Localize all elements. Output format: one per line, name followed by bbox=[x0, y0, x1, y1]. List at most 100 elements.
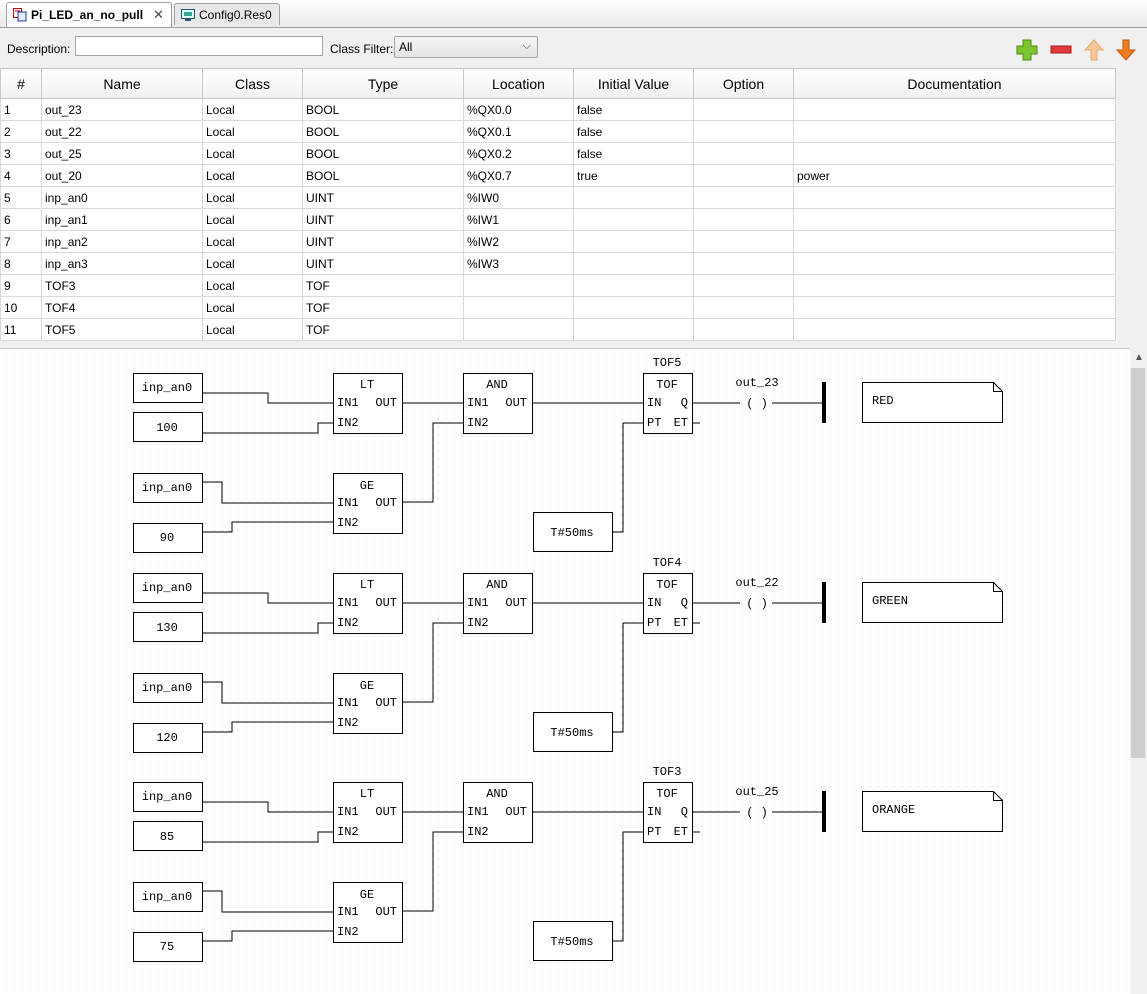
variable-box-ge-input[interactable] bbox=[133, 882, 203, 912]
cell-location[interactable] bbox=[463, 296, 574, 319]
constant-box-lt[interactable] bbox=[133, 612, 203, 642]
cell-class[interactable]: Local bbox=[202, 98, 303, 121]
cell-number[interactable]: 3 bbox=[0, 142, 42, 165]
cell-documentation[interactable]: power bbox=[793, 164, 1116, 187]
cell-option[interactable] bbox=[693, 230, 794, 253]
cell-type[interactable]: UINT bbox=[302, 186, 464, 209]
constant-box-ge[interactable] bbox=[133, 523, 203, 553]
cell-class[interactable]: Local bbox=[202, 208, 303, 231]
cell-documentation[interactable] bbox=[793, 252, 1116, 275]
column-header-type[interactable]: Type bbox=[302, 68, 464, 99]
cell-number[interactable]: 5 bbox=[0, 186, 42, 209]
scrollbar-thumb[interactable] bbox=[1131, 368, 1145, 758]
cell-location[interactable]: %IW3 bbox=[463, 252, 574, 275]
cell-type[interactable]: UINT bbox=[302, 230, 464, 253]
cell-documentation[interactable] bbox=[793, 98, 1116, 121]
cell-name[interactable]: inp_an3 bbox=[41, 252, 203, 275]
cell-documentation[interactable] bbox=[793, 274, 1116, 297]
cell-option[interactable] bbox=[693, 98, 794, 121]
cell-option[interactable] bbox=[693, 120, 794, 143]
constant-box-pt[interactable] bbox=[533, 712, 613, 752]
cell-class[interactable]: Local bbox=[202, 186, 303, 209]
column-header-location[interactable]: Location bbox=[463, 68, 574, 99]
cell-type[interactable]: UINT bbox=[302, 208, 464, 231]
close-icon[interactable]: ✕ bbox=[153, 7, 164, 22]
cell-number[interactable]: 4 bbox=[0, 164, 42, 187]
cell-location[interactable]: %QX0.0 bbox=[463, 98, 574, 121]
cell-documentation[interactable] bbox=[793, 186, 1116, 209]
cell-name[interactable]: out_20 bbox=[41, 164, 203, 187]
cell-initial-value[interactable]: true bbox=[573, 164, 694, 187]
cell-option[interactable] bbox=[693, 274, 794, 297]
cell-location[interactable] bbox=[463, 274, 574, 297]
cell-class[interactable]: Local bbox=[202, 296, 303, 319]
cell-initial-value[interactable] bbox=[573, 274, 694, 297]
column-header-initial-value[interactable]: Initial Value bbox=[573, 68, 694, 99]
cell-name[interactable]: inp_an1 bbox=[41, 208, 203, 231]
variable-box-lt-input[interactable] bbox=[133, 782, 203, 812]
cell-type[interactable]: BOOL bbox=[302, 98, 464, 121]
column-header-documentation[interactable]: Documentation bbox=[793, 68, 1116, 99]
cell-number[interactable]: 6 bbox=[0, 208, 42, 231]
ge-block[interactable] bbox=[333, 673, 403, 734]
description-input[interactable] bbox=[75, 36, 323, 56]
constant-box-lt[interactable] bbox=[133, 821, 203, 851]
tof-block[interactable] bbox=[643, 373, 693, 434]
variable-box-ge-input[interactable] bbox=[133, 473, 203, 503]
cell-class[interactable]: Local bbox=[202, 318, 303, 341]
cell-option[interactable] bbox=[693, 186, 794, 209]
cell-location[interactable]: %QX0.7 bbox=[463, 164, 574, 187]
and-block[interactable] bbox=[463, 782, 533, 843]
tab-config0-res0[interactable]: Config0.Res0 bbox=[174, 3, 280, 25]
diagram-vertical-scrollbar[interactable]: ▲ bbox=[1130, 348, 1147, 993]
cell-name[interactable]: out_23 bbox=[41, 98, 203, 121]
cell-class[interactable]: Local bbox=[202, 142, 303, 165]
cell-class[interactable]: Local bbox=[202, 274, 303, 297]
cell-initial-value[interactable] bbox=[573, 296, 694, 319]
cell-type[interactable]: BOOL bbox=[302, 164, 464, 187]
cell-option[interactable] bbox=[693, 142, 794, 165]
cell-number[interactable]: 2 bbox=[0, 120, 42, 143]
remove-variable-button[interactable] bbox=[1049, 38, 1073, 62]
cell-documentation[interactable] bbox=[793, 142, 1116, 165]
scroll-up-icon[interactable]: ▲ bbox=[1134, 352, 1144, 363]
tab-pi-led-an-no-pull[interactable]: Pi_LED_an_no_pull ✕ bbox=[6, 2, 172, 27]
cell-initial-value[interactable]: false bbox=[573, 142, 694, 165]
variable-box-lt-input[interactable] bbox=[133, 373, 203, 403]
cell-documentation[interactable] bbox=[793, 120, 1116, 143]
cell-documentation[interactable] bbox=[793, 318, 1116, 341]
move-down-button[interactable] bbox=[1114, 38, 1138, 62]
cell-name[interactable]: TOF3 bbox=[41, 274, 203, 297]
column-header-name[interactable]: Name bbox=[41, 68, 203, 99]
cell-name[interactable]: inp_an0 bbox=[41, 186, 203, 209]
cell-class[interactable]: Local bbox=[202, 252, 303, 275]
cell-initial-value[interactable] bbox=[573, 186, 694, 209]
cell-initial-value[interactable] bbox=[573, 230, 694, 253]
move-up-button[interactable] bbox=[1082, 38, 1106, 62]
ge-block[interactable] bbox=[333, 882, 403, 943]
ge-block[interactable] bbox=[333, 473, 403, 534]
cell-documentation[interactable] bbox=[793, 296, 1116, 319]
constant-box-ge[interactable] bbox=[133, 932, 203, 962]
variable-box-lt-input[interactable] bbox=[133, 573, 203, 603]
column-header-option[interactable]: Option bbox=[693, 68, 794, 99]
cell-number[interactable]: 10 bbox=[0, 296, 42, 319]
and-block[interactable] bbox=[463, 373, 533, 434]
constant-box-pt[interactable] bbox=[533, 512, 613, 552]
variable-box-ge-input[interactable] bbox=[133, 673, 203, 703]
cell-number[interactable]: 11 bbox=[0, 318, 42, 341]
constant-box-ge[interactable] bbox=[133, 723, 203, 753]
cell-type[interactable]: TOF bbox=[302, 274, 464, 297]
cell-number[interactable]: 9 bbox=[0, 274, 42, 297]
cell-option[interactable] bbox=[693, 296, 794, 319]
cell-class[interactable]: Local bbox=[202, 230, 303, 253]
cell-option[interactable] bbox=[693, 252, 794, 275]
